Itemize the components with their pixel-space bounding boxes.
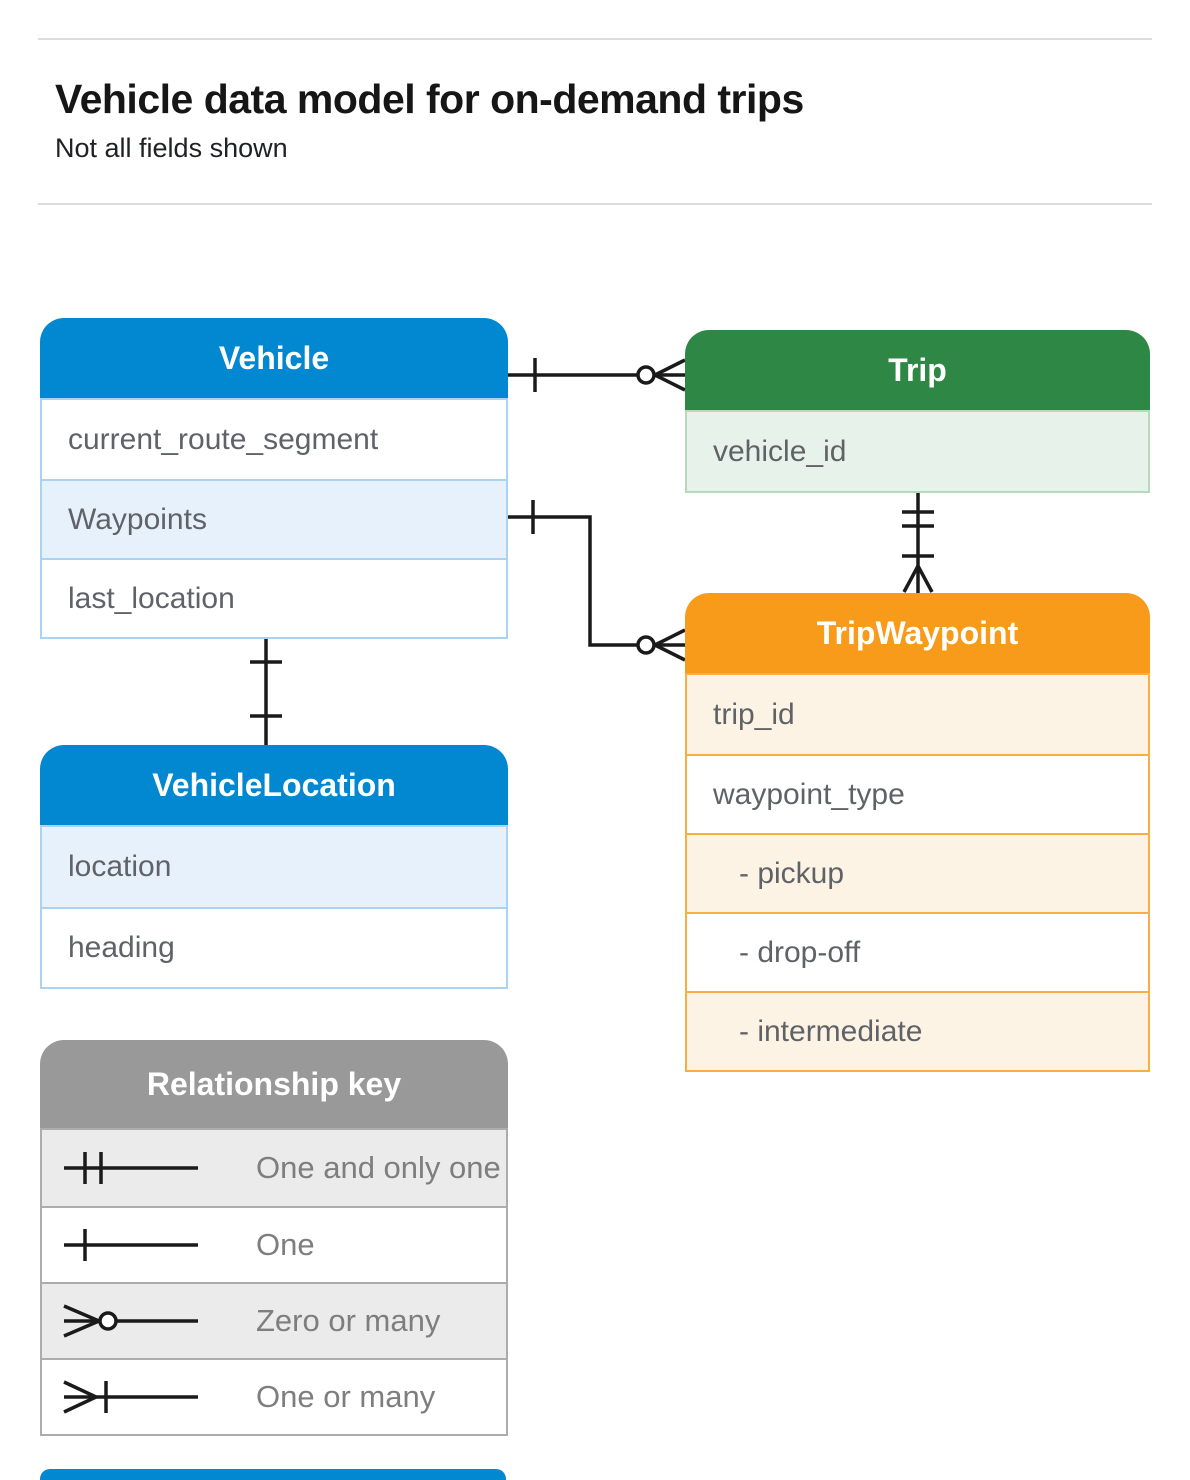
- vehicle-location-table: VehicleLocation location heading: [40, 745, 508, 989]
- legend-label: One or many: [256, 1379, 436, 1414]
- legend-item: One or many: [42, 1358, 506, 1434]
- top-divider: [38, 38, 1152, 40]
- connector-waypoints-tripwaypoint: [508, 500, 686, 662]
- trip-table-title: Trip: [685, 330, 1150, 410]
- one-or-many-icon: [63, 1380, 198, 1414]
- connector-vehicle-vehiclelocation: [250, 637, 282, 745]
- one-icon: [64, 1229, 198, 1261]
- table-row: current_route_segment: [42, 400, 506, 479]
- table-row: waypoint_type: [687, 754, 1148, 833]
- table-row: last_location: [42, 558, 506, 637]
- legend-item: One: [42, 1206, 506, 1282]
- table-row: trip_id: [687, 675, 1148, 754]
- relationship-key-title: Relationship key: [40, 1040, 508, 1128]
- trip-table: Trip vehicle_id: [685, 330, 1150, 493]
- relationship-key: Relationship key One and only one One Ze…: [40, 1040, 508, 1436]
- connector-vehicle-trip: [508, 358, 686, 392]
- table-row: heading: [42, 907, 506, 987]
- cropped-table-header: [40, 1469, 506, 1480]
- table-row: Waypoints: [42, 479, 506, 558]
- legend-item: One and only one: [42, 1130, 506, 1206]
- zero-or-many-icon: [63, 1304, 198, 1338]
- legend-label: Zero or many: [256, 1303, 441, 1338]
- legend-item: Zero or many: [42, 1282, 506, 1358]
- trip-waypoint-table-title: TripWaypoint: [685, 593, 1150, 673]
- legend-label: One: [256, 1227, 315, 1262]
- page-subtitle: Not all fields shown: [55, 133, 288, 163]
- trip-waypoint-table: TripWaypoint trip_id waypoint_type - pic…: [685, 593, 1150, 1072]
- relationship-key-body: One and only one One Zero or many One or…: [40, 1128, 508, 1436]
- table-row: - pickup: [687, 833, 1148, 912]
- one-and-only-one-icon: [64, 1152, 198, 1184]
- trip-waypoint-table-body: trip_id waypoint_type - pickup - drop-of…: [685, 673, 1150, 1072]
- vehicle-table: Vehicle current_route_segment Waypoints …: [40, 318, 508, 639]
- page-title: Vehicle data model for on-demand trips: [55, 76, 804, 122]
- vehicle-table-body: current_route_segment Waypoints last_loc…: [40, 398, 508, 639]
- table-row: location: [42, 827, 506, 907]
- trip-table-body: vehicle_id: [685, 410, 1150, 493]
- legend-label: One and only one: [256, 1150, 501, 1185]
- table-row: - intermediate: [687, 991, 1148, 1070]
- header-divider: [38, 203, 1152, 205]
- table-row: - drop-off: [687, 912, 1148, 991]
- table-row: vehicle_id: [687, 412, 1148, 491]
- vehicle-location-table-title: VehicleLocation: [40, 745, 508, 825]
- vehicle-location-table-body: location heading: [40, 825, 508, 989]
- connector-trip-tripwaypoint: [902, 488, 934, 593]
- vehicle-table-title: Vehicle: [40, 318, 508, 398]
